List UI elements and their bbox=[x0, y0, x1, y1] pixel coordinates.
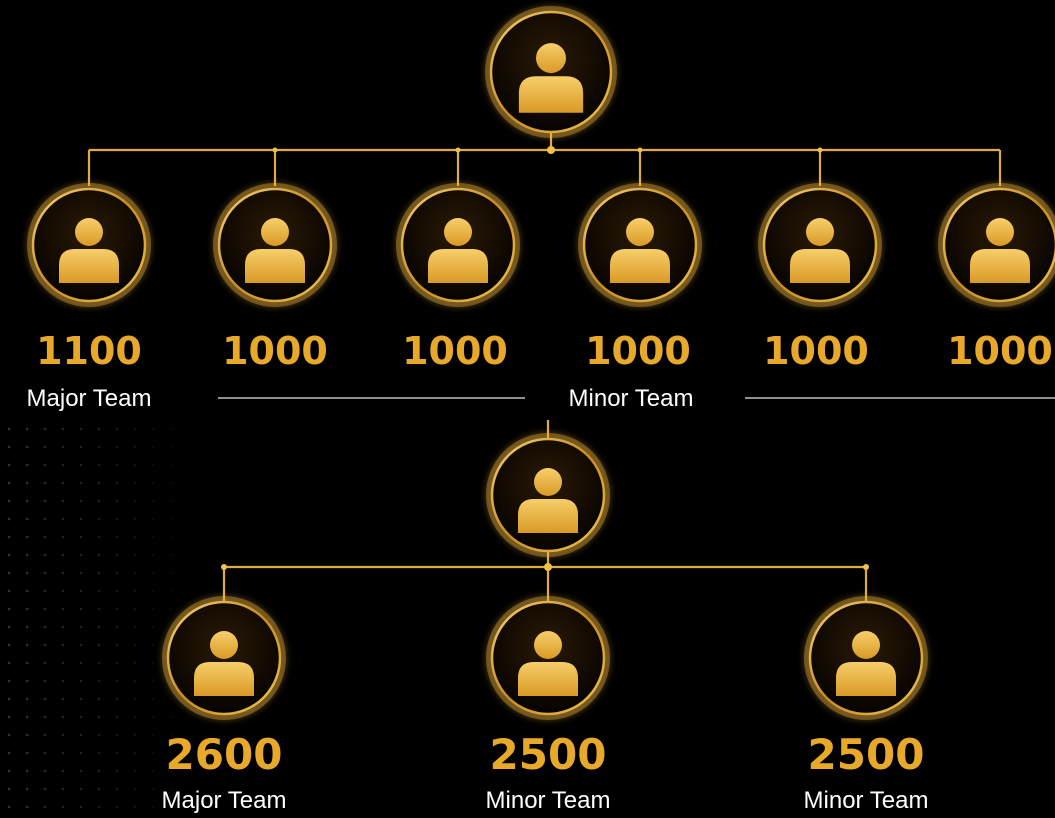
node-value: 2600 bbox=[166, 730, 283, 779]
junction-dot bbox=[547, 146, 555, 154]
tree1-child-node bbox=[213, 183, 337, 307]
tree1-child-node bbox=[578, 183, 702, 307]
tree1-junction-dots bbox=[272, 146, 823, 154]
user-avatar-icon bbox=[194, 631, 254, 696]
user-avatar-icon bbox=[836, 631, 896, 696]
node-glow bbox=[485, 6, 617, 138]
tree1-child-node bbox=[27, 183, 151, 307]
node-value: 2500 bbox=[808, 730, 925, 779]
node-value: 1000 bbox=[402, 329, 508, 373]
node-glow bbox=[396, 183, 520, 307]
avatar-nodes bbox=[27, 6, 1055, 720]
node-value: 2500 bbox=[490, 730, 607, 779]
user-avatar-icon bbox=[970, 218, 1030, 283]
node-glow bbox=[27, 183, 151, 307]
team-label: Minor Team bbox=[804, 787, 929, 814]
node-value: 1000 bbox=[947, 329, 1053, 373]
tree2-child-node bbox=[486, 596, 610, 720]
junction-dot bbox=[272, 147, 278, 153]
tree1-values: 1100 1000 1000 1000 1000 1000 bbox=[36, 329, 1053, 373]
tree2-values: 2600 2500 2500 bbox=[166, 730, 925, 779]
node-value: 1000 bbox=[585, 329, 691, 373]
node-glow bbox=[938, 183, 1055, 307]
junction-dot bbox=[221, 564, 227, 570]
team-label: Major Team bbox=[162, 787, 287, 814]
minor-team-label: Minor Team bbox=[569, 385, 694, 412]
tree1-child-node bbox=[396, 183, 520, 307]
junction-dot bbox=[455, 147, 461, 153]
user-avatar-icon bbox=[790, 218, 850, 283]
tree1-connectors bbox=[87, 132, 1002, 186]
tree2-child-node bbox=[804, 596, 928, 720]
tree2-labels: Major Team Minor Team Minor Team bbox=[162, 787, 929, 814]
user-avatar-icon bbox=[245, 218, 305, 283]
tree2-junction-dots bbox=[221, 563, 869, 571]
tree2-root-node bbox=[486, 433, 610, 557]
junction-dot bbox=[817, 147, 823, 153]
node-glow bbox=[213, 183, 337, 307]
tree1-child-node bbox=[758, 183, 882, 307]
node-value: 1100 bbox=[36, 329, 142, 373]
tree2-child-node bbox=[162, 596, 286, 720]
node-value: 1000 bbox=[222, 329, 328, 373]
tree1-root-node bbox=[485, 6, 617, 138]
junction-dot bbox=[637, 147, 643, 153]
node-glow bbox=[758, 183, 882, 307]
user-avatar-icon bbox=[610, 218, 670, 283]
user-avatar-icon bbox=[518, 631, 578, 696]
node-glow bbox=[486, 433, 610, 557]
node-glow bbox=[486, 596, 610, 720]
team-label: Minor Team bbox=[486, 787, 611, 814]
user-avatar-icon bbox=[518, 43, 584, 113]
node-glow bbox=[162, 596, 286, 720]
dot-pattern bbox=[0, 420, 200, 818]
user-avatar-icon bbox=[59, 218, 119, 283]
node-value: 1000 bbox=[763, 329, 869, 373]
user-avatar-icon bbox=[428, 218, 488, 283]
user-avatar-icon bbox=[518, 468, 578, 533]
tree1-child-node bbox=[938, 183, 1055, 307]
node-glow bbox=[804, 596, 928, 720]
major-team-label: Major Team bbox=[27, 385, 152, 412]
junction-dot bbox=[863, 564, 869, 570]
junction-dot bbox=[544, 563, 552, 571]
node-glow bbox=[578, 183, 702, 307]
